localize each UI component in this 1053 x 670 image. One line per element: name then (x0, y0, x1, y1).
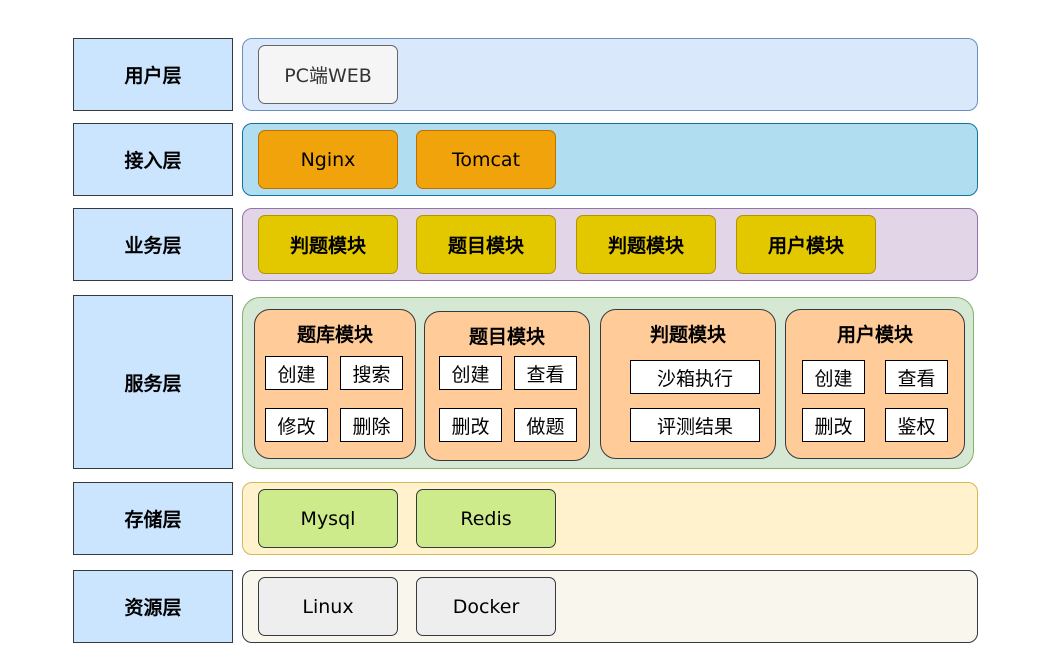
delete-modify-cell: 删改 (439, 408, 502, 442)
layer-label-user: 用户层 (73, 38, 233, 111)
service-module-question-bank: 题库模块 创建 搜索 修改 删除 (254, 309, 416, 459)
judge-result-cell: 评测结果 (630, 408, 760, 442)
mysql-box: Mysql (258, 489, 398, 548)
layer-label-service: 服务层 (73, 295, 233, 469)
layer-label-business: 业务层 (73, 208, 233, 281)
biz-question-module-box: 题目模块 (416, 215, 556, 274)
sandbox-exec-cell: 沙箱执行 (630, 360, 760, 394)
tomcat-box: Tomcat (416, 130, 556, 189)
service-module-question: 题目模块 创建 查看 删改 做题 (424, 311, 590, 461)
biz-judge-module-box-2: 判题模块 (576, 215, 716, 274)
create-cell: 创建 (802, 360, 865, 394)
layer-label-storage: 存储层 (73, 482, 233, 555)
delete-modify-cell: 删改 (802, 408, 865, 442)
create-cell: 创建 (265, 356, 328, 390)
modify-cell: 修改 (265, 408, 328, 442)
auth-cell: 鉴权 (885, 408, 948, 442)
module-title: 题库模块 (296, 324, 373, 346)
biz-user-module-box: 用户模块 (736, 215, 876, 274)
layer-label-access: 接入层 (73, 123, 233, 196)
redis-box: Redis (416, 489, 556, 548)
view-cell: 查看 (885, 360, 948, 394)
module-title: 用户模块 (836, 324, 913, 346)
nginx-box: Nginx (258, 130, 398, 189)
biz-judge-module-box: 判题模块 (258, 215, 398, 274)
delete-cell: 删除 (340, 408, 403, 442)
view-cell: 查看 (514, 356, 577, 390)
do-question-cell: 做题 (514, 408, 577, 442)
module-title: 题目模块 (468, 326, 545, 348)
create-cell: 创建 (439, 356, 502, 390)
module-title: 判题模块 (649, 324, 726, 346)
search-cell: 搜索 (340, 356, 403, 390)
pc-web-box: PC端WEB (258, 45, 398, 104)
service-module-user: 用户模块 创建 查看 删改 鉴权 (785, 309, 965, 459)
docker-box: Docker (416, 577, 556, 636)
service-module-judge: 判题模块 沙箱执行 评测结果 (600, 309, 776, 459)
layer-label-resource: 资源层 (73, 570, 233, 643)
linux-box: Linux (258, 577, 398, 636)
